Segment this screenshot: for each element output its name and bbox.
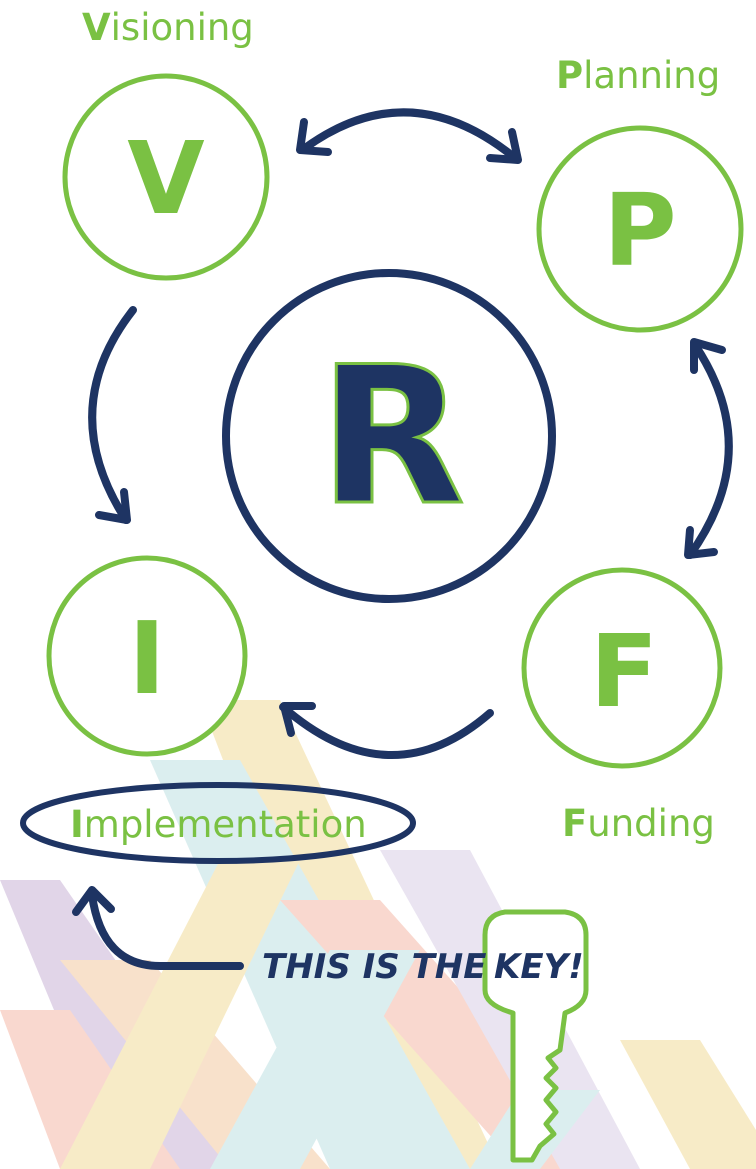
- double-arrow-icon: [684, 338, 733, 559]
- node-center: R: [222, 269, 556, 603]
- callout-key-word: KEY!: [494, 947, 584, 987]
- stripe: [210, 950, 420, 1169]
- node-planning-letter: P: [603, 172, 676, 289]
- label-implementation: Implementation: [70, 803, 367, 846]
- label-planning-rest: lanning: [583, 54, 720, 97]
- node-visioning-letter: V: [127, 120, 204, 237]
- label-funding: Funding: [562, 802, 715, 845]
- highlight-oval: [20, 782, 416, 864]
- label-visioning: Visioning: [82, 6, 254, 49]
- curved-arrow-icon: [279, 702, 494, 759]
- stripe: [60, 860, 300, 1169]
- callout-text: THIS IS THE: [262, 947, 486, 987]
- node-planning: P: [536, 125, 744, 333]
- node-funding-letter: F: [590, 613, 658, 730]
- curved-arrow-icon: [88, 306, 137, 524]
- label-funding-initial: F: [562, 802, 587, 845]
- node-funding: F: [521, 567, 723, 769]
- background-stripes: [0, 700, 756, 1169]
- label-implementation-rest: mplementation: [84, 803, 367, 846]
- label-funding-rest: unding: [587, 802, 715, 845]
- implementation-highlight: Implementation: [20, 782, 416, 864]
- double-arrow-icon: [296, 108, 522, 164]
- label-planning-initial: P: [556, 54, 583, 97]
- label-visioning-rest: isioning: [111, 6, 254, 49]
- node-visioning: V: [62, 73, 270, 281]
- label-implementation-initial: I: [70, 803, 84, 846]
- label-visioning-initial: V: [82, 6, 111, 49]
- arrows: [72, 108, 733, 970]
- node-implementation: I: [46, 555, 248, 757]
- node-implementation-letter: I: [128, 600, 165, 717]
- label-planning: Planning: [556, 54, 720, 97]
- node-center-letter: R: [319, 326, 465, 547]
- stripe: [620, 1040, 756, 1169]
- curved-arrow-icon: [72, 886, 244, 970]
- key-icon: [482, 909, 589, 1163]
